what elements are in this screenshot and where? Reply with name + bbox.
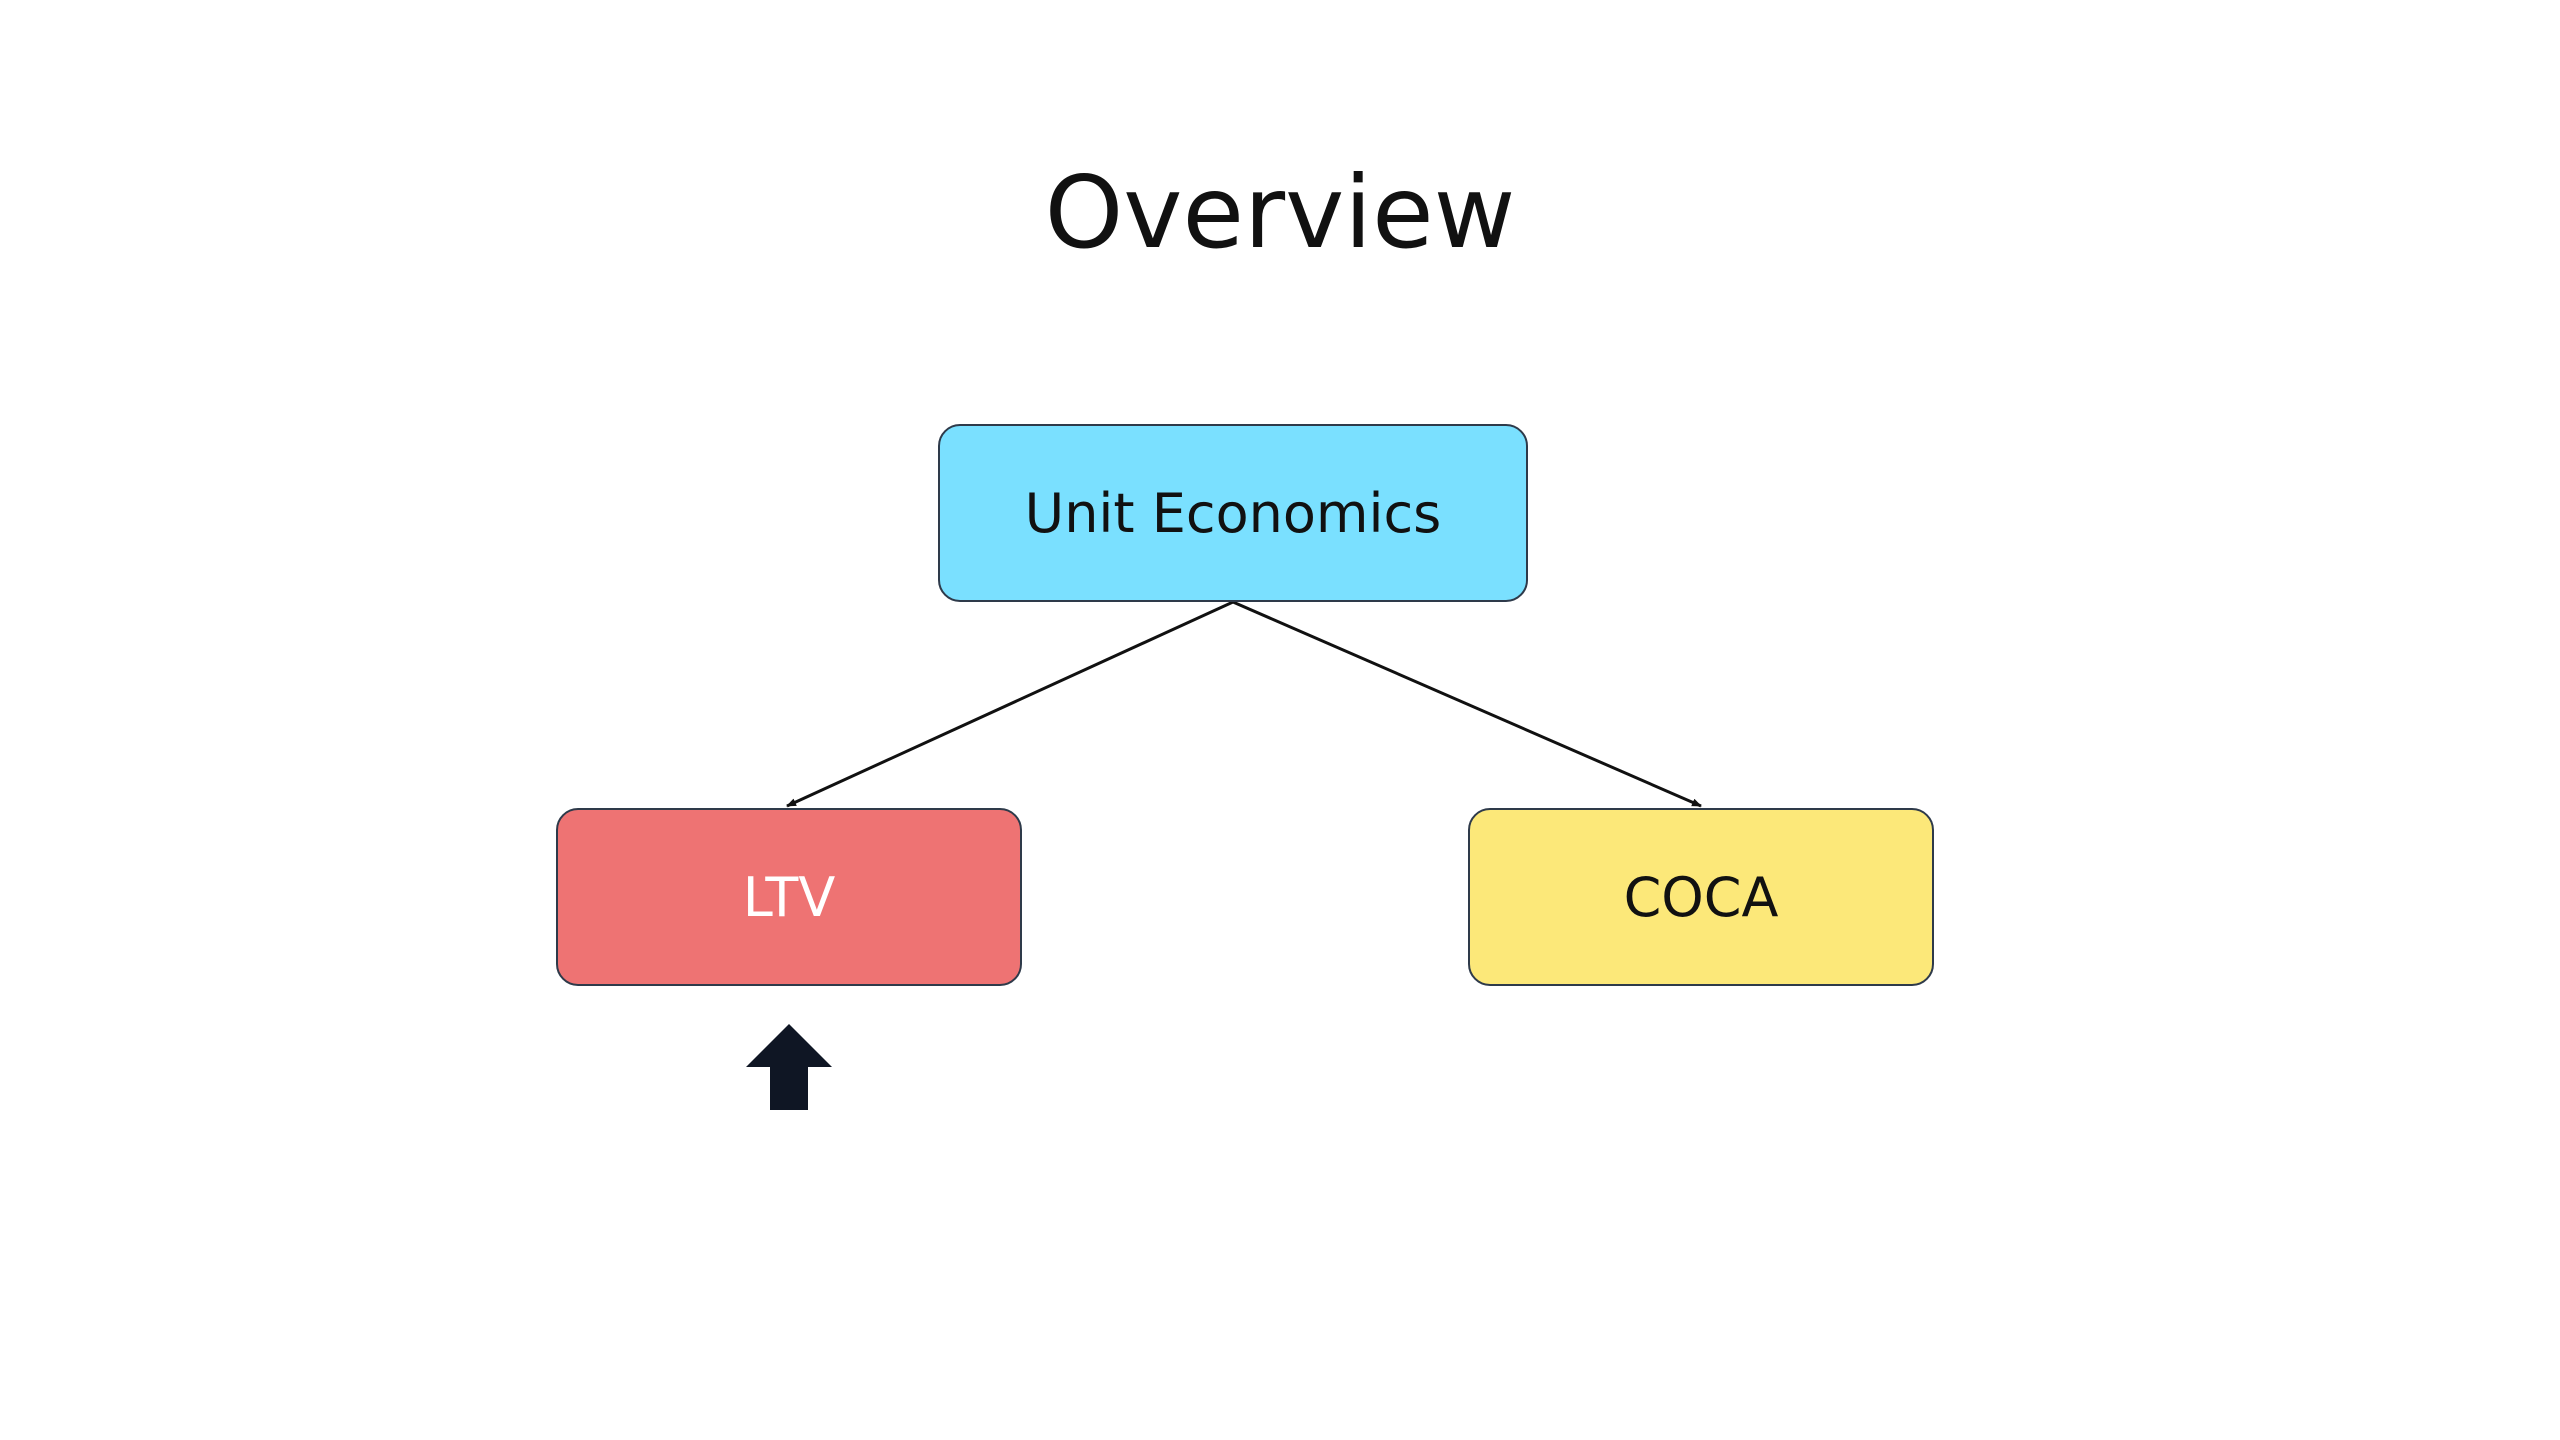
up-arrow-icon bbox=[746, 1024, 832, 1110]
node-unit-economics-label: Unit Economics bbox=[1024, 481, 1442, 545]
node-unit-economics: Unit Economics bbox=[938, 424, 1528, 602]
edge-root-to-coca bbox=[1232, 600, 1702, 808]
node-ltv-label: LTV bbox=[742, 865, 836, 929]
edge-root-to-ltv bbox=[786, 600, 1234, 808]
node-coca: COCA bbox=[1468, 808, 1934, 986]
node-coca-label: COCA bbox=[1623, 865, 1779, 929]
slide-title: Overview bbox=[1044, 154, 1516, 271]
node-ltv: LTV bbox=[556, 808, 1022, 986]
